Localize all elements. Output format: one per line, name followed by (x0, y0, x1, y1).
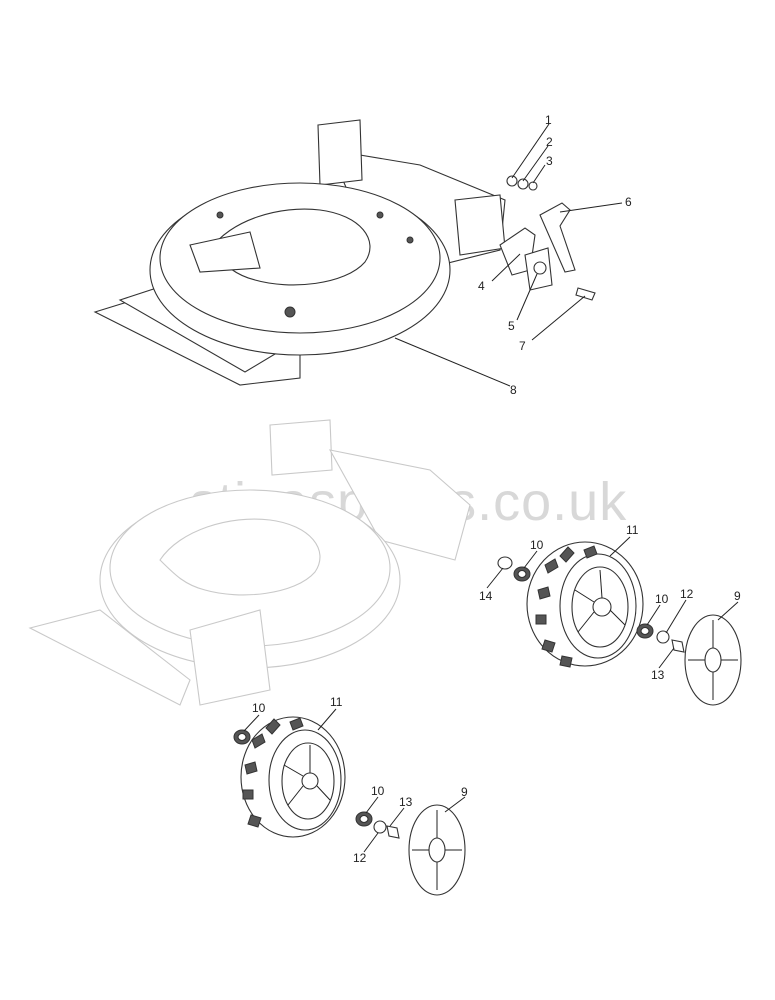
callout-13-right: 13 (651, 668, 665, 682)
callout-12-left: 12 (353, 851, 367, 865)
callout-9-right: 9 (734, 589, 741, 603)
wheel-assembly-right (497, 541, 742, 706)
callout-labels: 1 2 3 4 5 6 7 8 9 10 11 12 13 14 10 9 10… (252, 113, 741, 865)
callout-2: 2 (546, 135, 553, 149)
leader-lines-bottom (243, 536, 739, 853)
callout-11-right: 11 (626, 523, 639, 537)
wheel-assembly-left (233, 716, 466, 896)
callout-9-left: 9 (461, 785, 468, 799)
callout-8: 8 (510, 383, 517, 397)
callout-4: 4 (478, 279, 485, 293)
callout-1: 1 (545, 113, 552, 127)
callout-13-left: 13 (399, 795, 413, 809)
callout-14: 14 (479, 589, 493, 603)
mower-deck-top (93, 119, 506, 386)
callout-10-right-inner: 10 (530, 538, 544, 552)
height-adjust-parts (499, 175, 596, 301)
callout-12-right: 12 (680, 587, 694, 601)
callout-6: 6 (625, 195, 632, 209)
callout-10-left-inner: 10 (252, 701, 266, 715)
callout-10-left-outer: 10 (371, 784, 385, 798)
callout-10-right-outer: 10 (655, 592, 669, 606)
callout-3: 3 (546, 154, 553, 168)
mower-deck-ghost (28, 419, 471, 706)
callout-7: 7 (519, 339, 526, 353)
callout-11-left: 11 (330, 695, 343, 709)
callout-5: 5 (508, 319, 515, 333)
leader-lines-top (394, 123, 623, 387)
